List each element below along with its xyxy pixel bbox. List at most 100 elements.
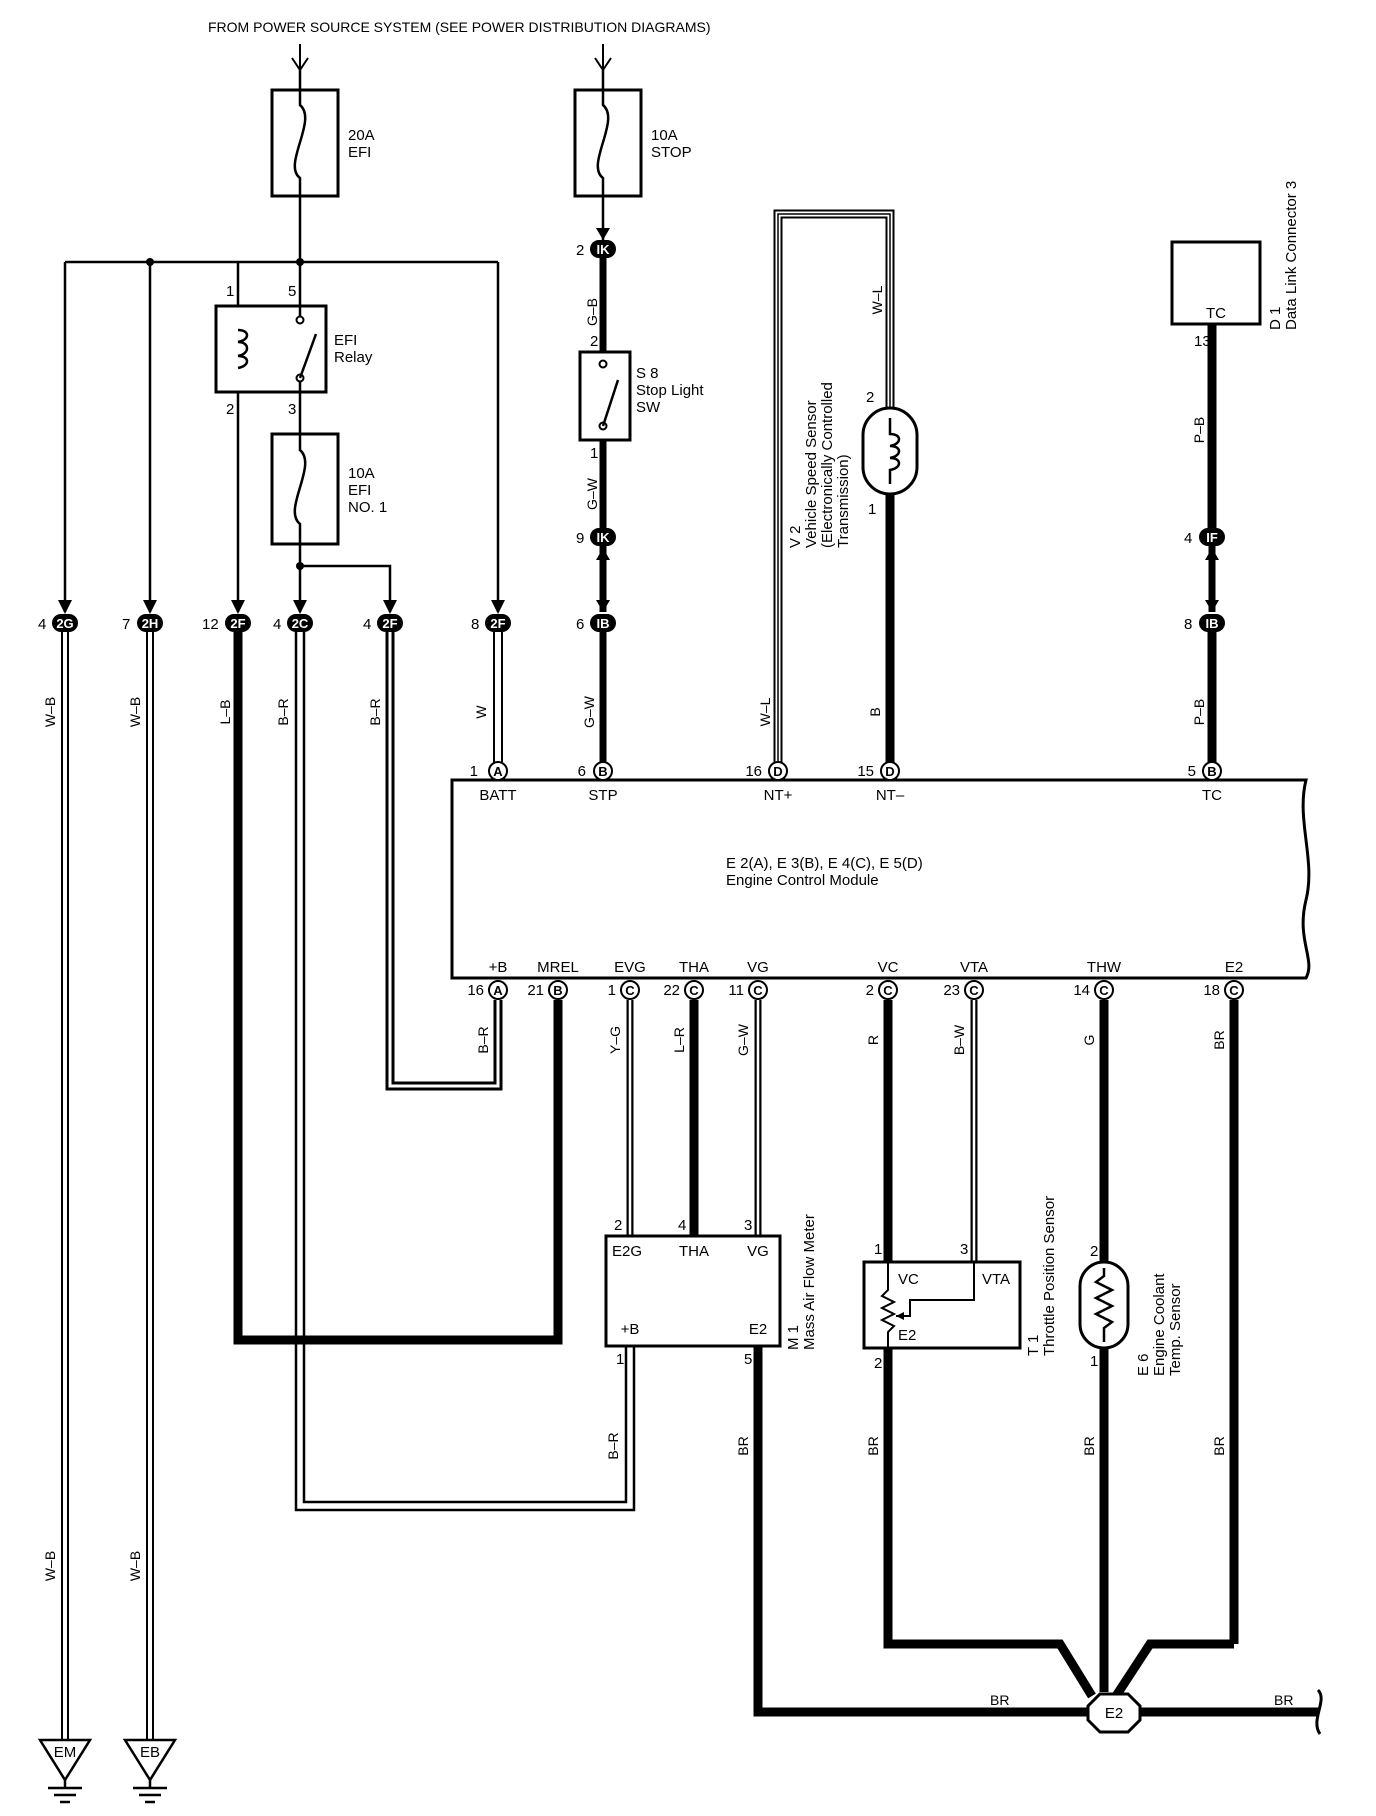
svg-text:IF: IF (1206, 530, 1218, 545)
svg-text:2G: 2G (56, 616, 73, 631)
header-text: FROM POWER SOURCE SYSTEM (SEE POWER DIST… (208, 19, 710, 35)
row-connector-2f-4: 2F 4 (363, 614, 403, 633)
svg-text:BATT: BATT (479, 787, 516, 804)
svg-text:2: 2 (866, 389, 874, 406)
svg-text:P–B: P–B (1191, 699, 1207, 725)
svg-text:+B: +B (621, 1321, 640, 1338)
svg-text:V 2: V 2 (787, 525, 804, 548)
svg-text:12: 12 (202, 616, 219, 633)
ecm-bot-pin-vta: VTA C 23 (943, 959, 988, 1000)
svg-text:4: 4 (38, 616, 46, 633)
svg-text:2F: 2F (230, 616, 245, 631)
svg-text:C: C (969, 983, 979, 998)
svg-text:R: R (865, 1035, 881, 1045)
ik-connector-2: IK 9 (576, 528, 616, 547)
svg-text:VG: VG (747, 959, 769, 976)
wire-gw-vg: G–W (735, 1000, 762, 1236)
svg-text:Vehicle Speed Sensor: Vehicle Speed Sensor (803, 400, 820, 548)
mass-air-flow-meter: E2G THA VG +B E2 2 4 3 1 5 M 1 Mass Air … (604, 1214, 818, 1368)
ecm-top-pin-tc: B 5 TC (1188, 761, 1222, 804)
row-connector-2f-12: 2F 12 (202, 614, 251, 633)
fuse-efi1-amp: 10A (348, 465, 375, 482)
svg-text:D: D (773, 764, 782, 779)
svg-text:16: 16 (467, 982, 484, 999)
vehicle-speed-sensor: 2 1 V 2 Vehicle Speed Sensor (Electronic… (787, 382, 919, 548)
stopsw-code: S 8 (636, 365, 659, 382)
svg-text:STP: STP (588, 787, 617, 804)
svg-text:E2: E2 (749, 1321, 767, 1338)
wire-lr-tha: L–R (671, 1000, 699, 1236)
svg-text:C: C (689, 983, 699, 998)
wire-br-e2: BR BR (1211, 1000, 1239, 1644)
svg-text:W–B: W–B (42, 697, 58, 727)
svg-text:IK: IK (597, 530, 611, 545)
wire-wb-ground-eb: W–B W–B (127, 632, 154, 1740)
svg-text:15: 15 (857, 763, 874, 780)
if-connector: IF 4 (1184, 528, 1225, 547)
svg-text:B–W: B–W (951, 1024, 967, 1055)
svg-text:16: 16 (745, 763, 762, 780)
svg-text:1: 1 (470, 763, 478, 780)
svg-text:TC: TC (1202, 787, 1222, 804)
header-arrow-2 (594, 44, 612, 72)
ecm-top-pin-ntminus: D 15 NT– (857, 761, 905, 804)
svg-text:C: C (883, 983, 893, 998)
svg-text:Mass Air Flow Meter: Mass Air Flow Meter (801, 1214, 818, 1350)
svg-text:1: 1 (874, 1241, 882, 1258)
svg-text:23: 23 (943, 982, 960, 999)
svg-text:W–B: W–B (127, 1551, 143, 1581)
wire-br-r-plusb: B–R B–R (367, 632, 503, 1091)
svg-text:18: 18 (1203, 982, 1220, 999)
svg-text:E2G: E2G (612, 1243, 642, 1260)
fuse-20a-efi: 20A EFI (270, 70, 375, 262)
wire-yg-evg: Y–G (607, 1000, 634, 1236)
ecm-bot-pin-tha: THA C 22 (663, 959, 709, 1000)
svg-text:3: 3 (744, 1217, 752, 1234)
svg-text:A: A (493, 764, 503, 779)
svg-text:VTA: VTA (960, 959, 988, 976)
ecm-top-pin-stp: B 6 STP (578, 761, 618, 804)
svg-text:VG: VG (747, 1243, 769, 1260)
svg-text:W–L: W–L (757, 697, 773, 726)
svg-text:D 1: D 1 (1267, 307, 1284, 330)
ecm-bot-pin-vg: VG C 11 (728, 959, 769, 1000)
ecm-bot-pin-plusb: +B A 16 (467, 959, 508, 1000)
wire-r-vc: R (865, 1000, 893, 1266)
svg-text:C: C (753, 983, 763, 998)
efi-relay: 1 5 2 3 EFI Relay (214, 262, 373, 612)
svg-text:21: 21 (527, 982, 544, 999)
svg-text:Engine Coolant: Engine Coolant (1151, 1273, 1168, 1376)
ecm-bot-pin-e2: E2 C 18 (1203, 959, 1244, 1000)
engine-coolant-temp-sensor: 2 1 E 6 Engine Coolant Temp. Sensor (1078, 1243, 1184, 1376)
svg-text:M 1: M 1 (785, 1325, 802, 1350)
ik2-pin: 9 (576, 530, 584, 547)
svg-text:THA: THA (679, 1243, 709, 1260)
svg-text:EB: EB (140, 1744, 160, 1761)
throttle-position-sensor: VC VTA E2 1 3 2 T 1 Throttle Position Se… (862, 1196, 1058, 1372)
svg-text:IB: IB (1206, 616, 1219, 631)
svg-text:1: 1 (868, 501, 876, 518)
svg-text:2: 2 (1090, 1243, 1098, 1260)
svg-text:C: C (625, 983, 635, 998)
svg-text:3: 3 (960, 1241, 968, 1258)
ecm-title: E 2(A), E 3(B), E 4(C), E 5(D) (726, 855, 923, 872)
row-connector-2c: 2C 4 (273, 614, 313, 633)
svg-text:TC: TC (1206, 305, 1226, 322)
svg-text:L–B: L–B (217, 700, 233, 725)
svg-text:B–R: B–R (367, 698, 383, 725)
svg-text:T 1: T 1 (1025, 1335, 1042, 1356)
row-connector-ib-6: IB 6 (576, 614, 616, 633)
svg-text:Data Link Connector 3: Data Link Connector 3 (1283, 181, 1300, 330)
svg-text:2: 2 (614, 1217, 622, 1234)
svg-text:B: B (1207, 764, 1216, 779)
svg-text:B–R: B–R (605, 1432, 621, 1459)
svg-text:2F: 2F (490, 616, 505, 631)
svg-text:2H: 2H (142, 616, 159, 631)
svg-text:THW: THW (1087, 959, 1122, 976)
svg-text:B: B (598, 764, 607, 779)
wire-br-left-label: BR (990, 1692, 1009, 1708)
svg-text:C: C (1229, 983, 1239, 998)
relay-name-2: Relay (334, 349, 373, 366)
wire-wl-vss: W–L W–L (757, 209, 895, 762)
